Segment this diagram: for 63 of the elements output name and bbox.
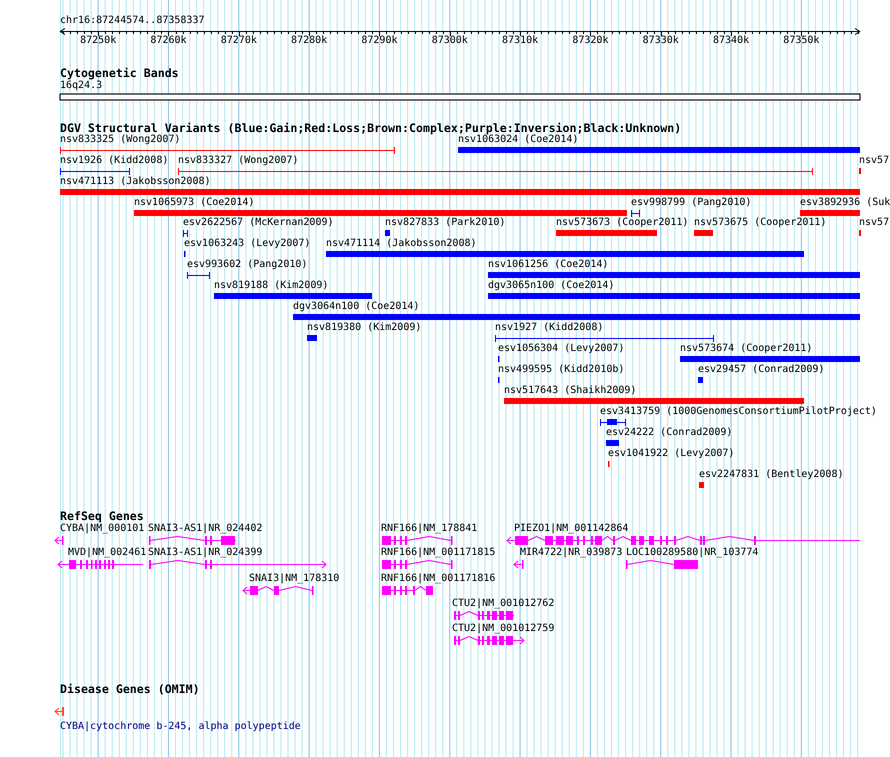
variant-label: nsv573675 (Cooper2011) xyxy=(694,217,826,229)
variant-label: esv1056304 (Levy2007) xyxy=(498,343,624,355)
variant-label: nsv573674 (Cooper2011) xyxy=(680,343,812,355)
gene-label: SNAI3-AS1|NR_024399 xyxy=(148,547,262,559)
variant-label: nsv1065973 (Coe2014) xyxy=(134,197,254,209)
coordinate-label: chr16:87244574..87358337 xyxy=(60,15,204,27)
tick-label: 87330k xyxy=(642,35,679,47)
gene-label: CYBA|cytochrome b-245, alpha polypeptide xyxy=(60,721,301,733)
variant-label: nsv57 xyxy=(859,217,890,229)
variant-label: esv1063243 (Levy2007) xyxy=(184,238,310,250)
tick-label: 87300k xyxy=(432,35,468,47)
tick-label: 87250k xyxy=(80,35,116,47)
gene-label: RNF166|NM_178841 xyxy=(381,523,478,535)
gene-label: RNF166|NM_001171816 xyxy=(381,573,496,585)
variant-label: nsv57 xyxy=(859,155,890,167)
variant-label: nsv833325 (Wong2007) xyxy=(60,134,180,146)
variant-label: esv3892936 (Suk xyxy=(800,197,890,209)
variant-label: nsv1061256 (Coe2014) xyxy=(488,259,608,271)
variant-label: nsv471113 (Jakobsson2008) xyxy=(60,176,211,188)
track-title: Disease Genes (OMIM) xyxy=(60,682,200,696)
gene-label: SNAI3|NM_178310 xyxy=(249,573,340,585)
gene-label: MIR4722|NR_039873 xyxy=(520,547,622,559)
tick-label: 87260k xyxy=(150,35,187,47)
tick-label: 87340k xyxy=(712,35,750,47)
track-title: Cytogenetic Bands xyxy=(60,66,179,80)
variant-label: esv29457 (Conrad2009) xyxy=(698,364,824,376)
variant-label: nsv1926 (Kidd2008) xyxy=(60,155,168,167)
variant-label: dgv3065n100 (Coe2014) xyxy=(488,280,614,292)
variant-label: esv993602 (Pang2010) xyxy=(187,259,308,271)
variant-label: nsv819380 (Kim2009) xyxy=(307,322,422,334)
gene-label: PIEZO1|NM_001142864 xyxy=(514,523,628,535)
band-label: 16q24.3 xyxy=(60,80,102,92)
tick-label: 87350k xyxy=(783,35,820,47)
variant-label: nsv499595 (Kidd2010b) xyxy=(498,364,624,376)
tick-label: 87290k xyxy=(361,35,398,47)
variant-label: esv3413759 (1000GenomesConsortiumPilotProject) xyxy=(600,406,877,418)
variant-label: nsv1063024 (Coe2014) xyxy=(458,134,578,146)
variant-label: esv2622567 (McKernan2009) xyxy=(183,217,334,229)
variant-label: nsv471114 (Jakobsson2008) xyxy=(326,238,477,250)
variant-label: esv1041922 (Levy2007) xyxy=(608,448,734,460)
gene-label: MVD|NM_002461 xyxy=(68,547,146,559)
tick-label: 87280k xyxy=(291,35,328,47)
gene-label: CTU2|NM_001012759 xyxy=(452,623,554,635)
variant-label: esv2247831 (Bentley2008) xyxy=(699,469,844,481)
tick-label: 87320k xyxy=(572,35,608,47)
variant-label: esv24222 (Conrad2009) xyxy=(606,427,732,439)
variant-label: nsv827833 (Park2010) xyxy=(385,217,506,229)
gene-label: RNF166|NM_001171815 xyxy=(381,547,496,559)
variant-label: nsv819188 (Kim2009) xyxy=(214,280,328,292)
gene-label: CYBA|NM_000101 xyxy=(60,523,144,535)
variant-label: esv998799 (Pang2010) xyxy=(631,197,752,209)
gene-label: SNAI3-AS1|NR_024402 xyxy=(148,523,262,535)
gene-label: LOC100289580|NR_103774 xyxy=(626,547,758,559)
variant-label: nsv517643 (Shaikh2009) xyxy=(504,385,636,397)
variant-label: dgv3064n100 (Coe2014) xyxy=(293,301,420,313)
tick-label: 87270k xyxy=(220,35,257,47)
gene-label: CTU2|NM_001012762 xyxy=(452,598,554,610)
tick-label: 87310k xyxy=(502,35,538,47)
track-title: DGV Structural Variants (Blue:Gain;Red:Loss;Brown:Complex;Purple:Inversion;Black:Unknown) xyxy=(60,121,682,135)
variant-label: nsv833327 (Wong2007) xyxy=(178,155,298,167)
track-title: RefSeq Genes xyxy=(60,509,144,523)
variant-label: nsv1927 (Kidd2008) xyxy=(495,322,604,334)
variant-label: nsv573673 (Cooper2011) xyxy=(556,217,688,229)
